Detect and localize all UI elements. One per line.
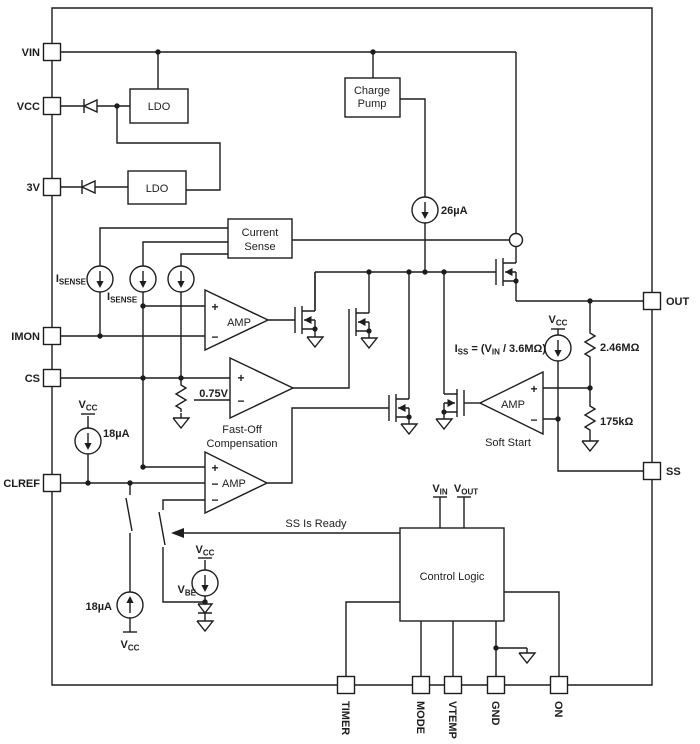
plus-mark: + — [530, 382, 537, 396]
minus-mark: − — [530, 413, 537, 427]
svg-text:Pump: Pump — [358, 98, 387, 110]
pin-vin: VIN — [22, 42, 62, 62]
control-vin-input: VIN — [432, 483, 448, 498]
pin-mode: MODE — [411, 675, 431, 734]
pin-on: ON — [549, 675, 569, 718]
minus-mark: − — [211, 477, 218, 491]
v075-label: 0.75V — [199, 388, 228, 400]
iss-equation: ISS = (VIN / 3.6MΩ) — [455, 343, 547, 357]
i18b-label: 18µA — [85, 601, 112, 613]
svg-text:Sense: Sense — [244, 241, 275, 253]
vout-sense-label: VOUT — [454, 483, 478, 497]
vcc-label: VCC — [549, 314, 568, 328]
plus-mark: + — [237, 371, 244, 385]
pin-vin-label: VIN — [22, 47, 40, 59]
pin-vtemp: VTEMP — [443, 675, 463, 739]
wires — [61, 51, 643, 676]
charge-pump-block: Charge Pump — [344, 77, 401, 118]
current-sense-block: Current Sense — [227, 218, 293, 259]
plus-mark: + — [211, 461, 218, 475]
i26-label: 26µA — [441, 205, 468, 217]
clref-amp-label: AMP — [222, 478, 246, 490]
ss-ready-label: SS Is Ready — [285, 518, 347, 530]
pin-imon: IMON — [11, 326, 62, 346]
clref-18ua-source-bottom: 18µA VCC — [85, 591, 144, 653]
pin-out: OUT — [642, 291, 690, 311]
fast-off-label: Fast-Off — [222, 424, 262, 436]
pin-timer: TIMER — [336, 675, 356, 735]
vbe-label: VBE — [178, 584, 197, 598]
svg-text:Compensation: Compensation — [207, 438, 278, 450]
minus-mark: − — [237, 394, 244, 408]
charge-pump-label: Charge — [354, 85, 390, 97]
pin-ss-label: SS — [666, 466, 681, 478]
soft-start-amp: + − AMP Soft Start — [478, 370, 544, 449]
control-logic-label: Control Logic — [420, 571, 485, 583]
fet-softstart-pulldown — [440, 388, 465, 418]
pin-mode-label: MODE — [414, 701, 426, 734]
sense-threshold-resistor — [175, 381, 187, 413]
plus-mark: + — [211, 300, 218, 314]
fet-clref-pulldown — [388, 393, 413, 423]
pin-vcc: VCC — [17, 96, 62, 116]
control-vout-input: VOUT — [454, 483, 478, 498]
vcc-label: VCC — [121, 639, 140, 653]
clref-amp: + − − AMP — [204, 450, 269, 515]
pin-timer-label: TIMER — [339, 701, 351, 735]
isense2-label: ISENSE — [107, 291, 138, 305]
divider-resistor-top: 2.46MΩ — [584, 329, 640, 361]
pin-vcc-label: VCC — [17, 101, 40, 113]
pin-ss: SS — [642, 461, 681, 481]
pin-3v-label: 3V — [27, 182, 41, 194]
pin-gnd-label: GND — [489, 701, 501, 726]
vbe-source: VCC VBE — [178, 544, 219, 617]
pin-cs-label: CS — [25, 373, 40, 385]
pin-vtemp-label: VTEMP — [446, 701, 458, 739]
iss-source: VCC ISS = (VIN / 3.6MΩ) — [455, 314, 572, 362]
divider-resistor-bottom: 175kΩ — [584, 402, 633, 434]
isense-source-1: ISENSE — [56, 265, 114, 293]
soft-start-amp-label: AMP — [501, 399, 525, 411]
pin-clref-label: CLREF — [3, 478, 40, 490]
isense-source-2: ISENSE — [107, 265, 157, 305]
pass-fet — [495, 257, 520, 287]
pin-cs: CS — [25, 368, 62, 388]
r-bottom-label: 175kΩ — [600, 416, 633, 428]
pin-imon-label: IMON — [11, 331, 40, 343]
current-sense-label: Current — [242, 227, 279, 239]
v3-diode-icon — [81, 179, 96, 195]
pin-out-label: OUT — [666, 296, 690, 308]
charge-pump-26ua-source: 26µA — [411, 196, 468, 224]
pin-clref: CLREF — [3, 473, 62, 493]
ldo2-block: LDO — [127, 170, 187, 205]
fast-off-amp: + − 0.75V Fast-Off Compensation — [199, 356, 295, 450]
vcc-label: VCC — [79, 399, 98, 413]
sense-element-icon — [508, 232, 524, 248]
fet-fastoff-pulldown — [348, 307, 373, 337]
minus-mark: − — [211, 493, 218, 507]
pin-on-label: ON — [552, 701, 564, 718]
isense1-label: ISENSE — [56, 273, 87, 287]
ldo1-label: LDO — [148, 101, 171, 113]
clref-18ua-source-top: VCC 18µA — [74, 399, 130, 455]
control-logic-block: Control Logic — [399, 527, 505, 622]
i18a-label: 18µA — [103, 428, 130, 440]
imon-amp: + − AMP — [204, 288, 270, 352]
r-top-label: 2.46MΩ — [600, 342, 640, 354]
minus-mark: − — [211, 330, 218, 344]
pin-gnd: GND — [486, 675, 506, 726]
ic-border — [51, 7, 653, 686]
soft-start-caption: Soft Start — [485, 437, 531, 449]
pin-3v: 3V — [27, 177, 62, 197]
imon-amp-label: AMP — [227, 317, 251, 329]
vcc-diode-icon — [83, 98, 98, 114]
ldo1-block: LDO — [129, 88, 189, 124]
isense-source-3 — [167, 265, 195, 293]
vcc-label: VCC — [196, 544, 215, 558]
fet-imon-pulldown — [294, 305, 319, 335]
ldo2-label: LDO — [146, 183, 169, 195]
vin-sense-label: VIN — [432, 483, 448, 497]
